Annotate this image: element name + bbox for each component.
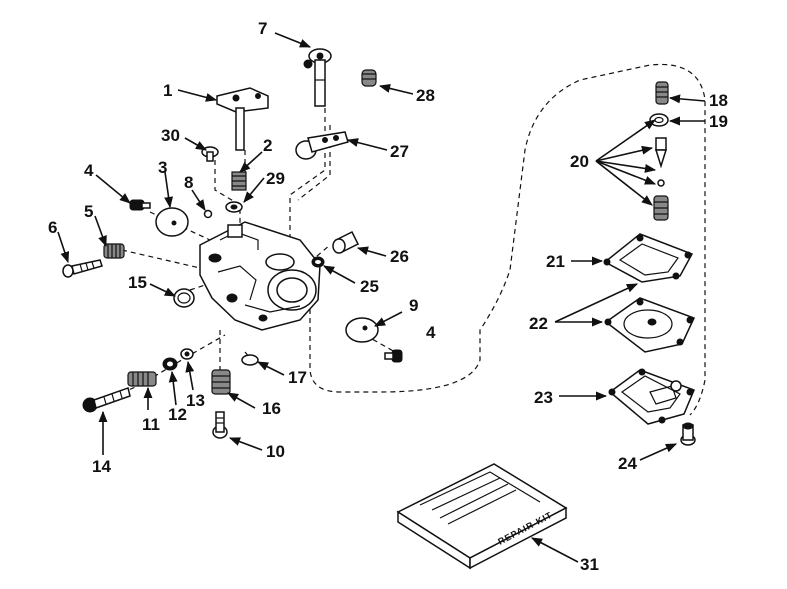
- callout-10: 10: [266, 442, 285, 461]
- screw-10: [212, 411, 228, 439]
- callout-18: 18: [709, 91, 728, 110]
- idle-speed-screw-spring: [231, 171, 247, 191]
- cover-23: [608, 368, 695, 425]
- callout-4-upper: 4: [84, 161, 94, 180]
- throttle-shaft-lever: [216, 87, 269, 151]
- assembly-guide-lines: [104, 63, 706, 416]
- callout-7: 7: [258, 19, 267, 38]
- callout-28: 28: [416, 86, 435, 105]
- callout-30: 30: [161, 126, 180, 145]
- callout-19: 19: [709, 112, 728, 131]
- callout-5: 5: [84, 202, 93, 221]
- ring-25: [311, 256, 325, 268]
- spring-28: [361, 69, 377, 87]
- callout-24: 24: [618, 454, 637, 473]
- callout-1: 1: [163, 81, 172, 100]
- spring-16: [211, 369, 231, 395]
- callout-23: 23: [534, 388, 553, 407]
- callout-22: 22: [529, 314, 548, 333]
- callout-2: 2: [263, 136, 272, 155]
- callout-11: 11: [142, 415, 160, 434]
- screw-6: [62, 259, 103, 278]
- callout-29: 29: [266, 169, 285, 188]
- throttle-plate-3: [155, 207, 189, 237]
- throttle-plate-9: [345, 317, 379, 343]
- diaphragm-22: [604, 297, 696, 353]
- repair-kit-box: REPAIR KIT: [396, 463, 568, 570]
- plug-17: [241, 354, 259, 366]
- callout-14: 14: [92, 457, 111, 476]
- plug-26: [332, 230, 360, 254]
- choke-plate-27: [295, 131, 349, 160]
- callout-15: 15: [128, 273, 147, 292]
- screw-24: [680, 422, 696, 446]
- callout-13: 13: [186, 391, 205, 410]
- callout-3: 3: [158, 158, 167, 177]
- spring-11: [127, 371, 157, 387]
- gasket-21: [603, 233, 694, 283]
- choke-shaft-7: [303, 48, 332, 107]
- callout-9: 9: [409, 296, 418, 315]
- callout-26: 26: [390, 247, 409, 266]
- washer-29: [225, 201, 243, 213]
- mixture-screw-14: [82, 387, 131, 413]
- callout-leaders: [57, 32, 706, 563]
- washer-12: [162, 357, 178, 371]
- callout-6: 6: [48, 218, 57, 237]
- callout-27: 27: [390, 142, 409, 161]
- washer-19: [649, 113, 669, 127]
- callout-8: 8: [184, 173, 193, 192]
- seal-13: [180, 348, 194, 360]
- needle-valve-20-parts: [653, 137, 669, 221]
- callout-numbers: 1 2 3 4 4 5 6 7 8 9 10 11 12 13 14 15 16…: [48, 19, 728, 574]
- callout-31: 31: [580, 555, 599, 574]
- screw-4-lower: [384, 349, 403, 363]
- callout-16: 16: [262, 399, 281, 418]
- screw-4-upper: [129, 199, 151, 211]
- callout-4-lower: 4: [426, 323, 436, 342]
- spring-5: [103, 243, 125, 259]
- callout-12: 12: [168, 405, 187, 424]
- callout-25: 25: [360, 277, 379, 296]
- callout-20: 20: [570, 152, 589, 171]
- ball-8: [203, 209, 213, 219]
- carburetor-body: [199, 221, 321, 331]
- callout-17: 17: [288, 368, 307, 387]
- welch-plug-15: [173, 288, 195, 308]
- spring-18: [655, 81, 669, 105]
- callout-21: 21: [546, 252, 565, 271]
